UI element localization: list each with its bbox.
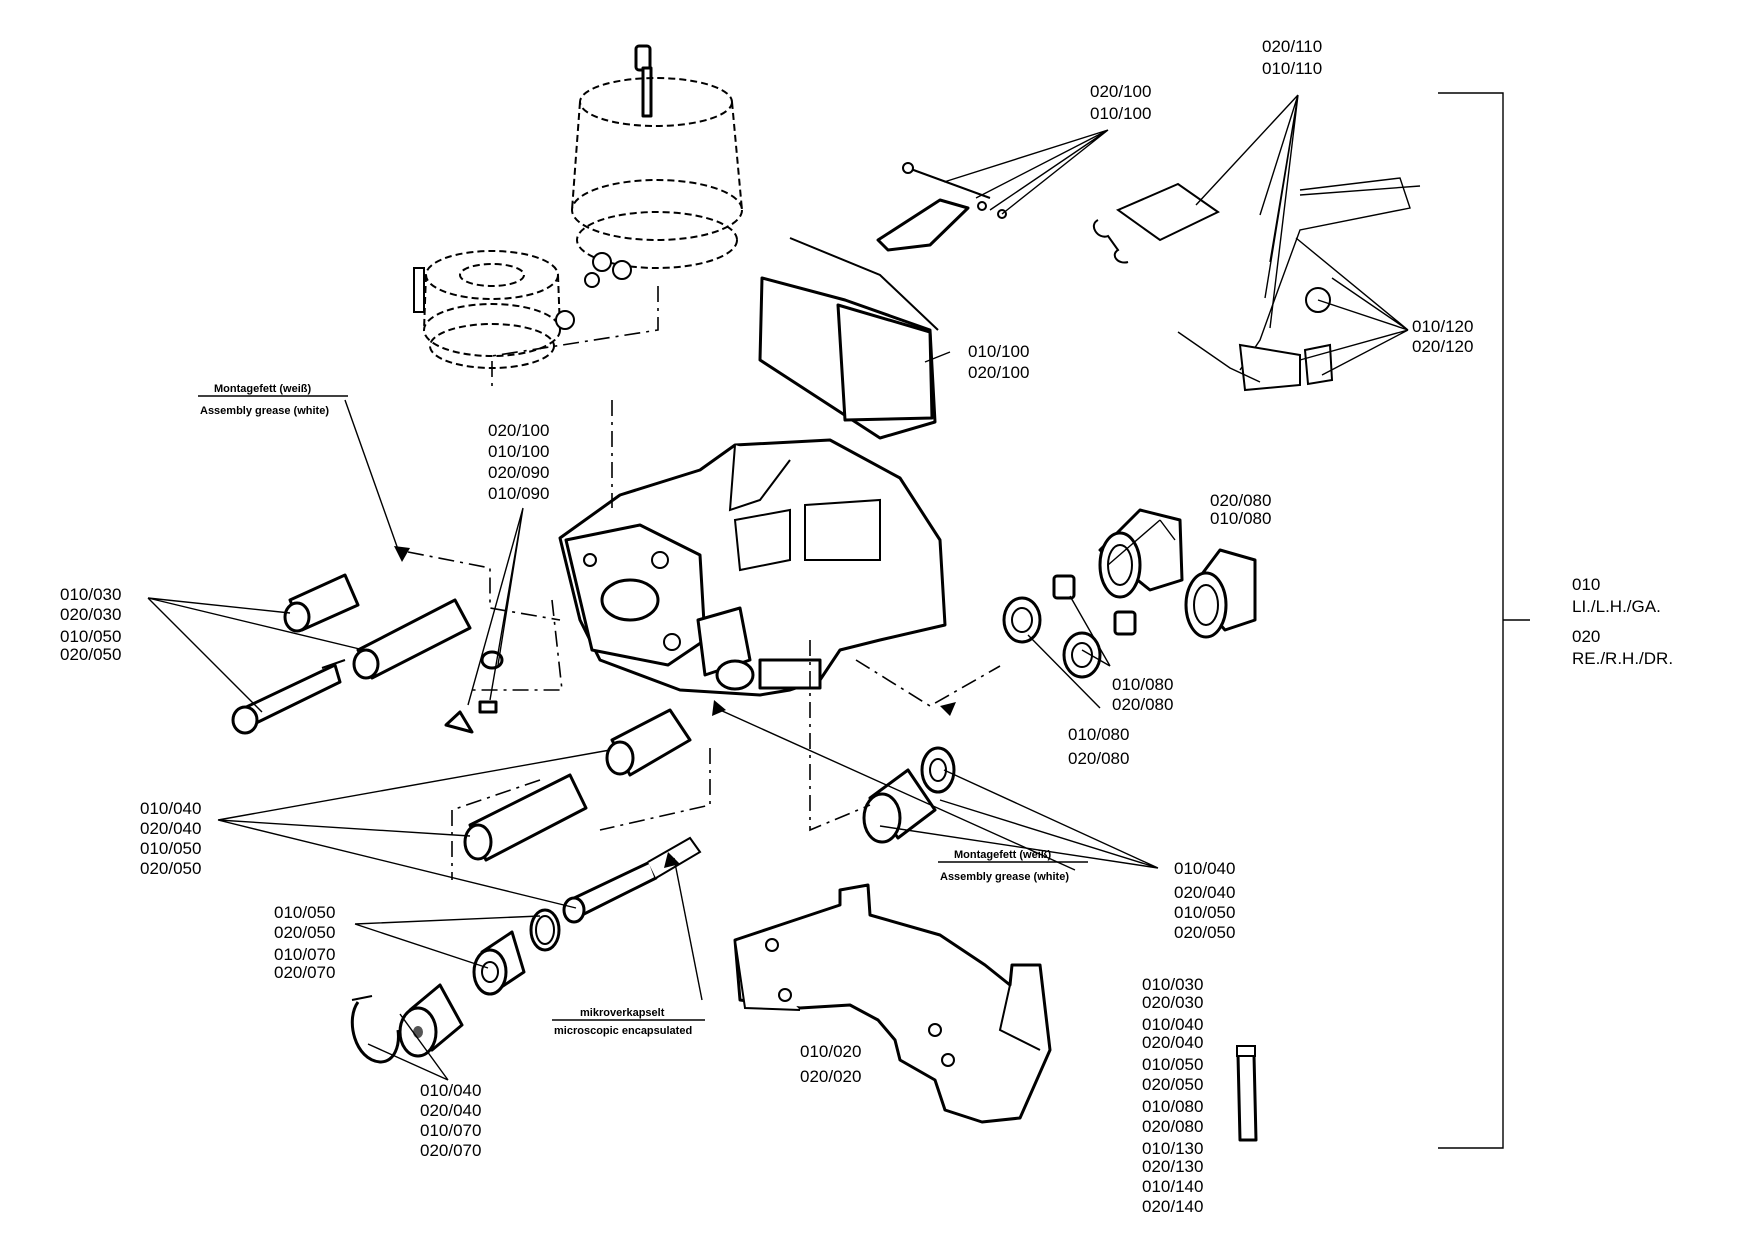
- label-group-030: 010/030 020/030 010/050 020/050: [60, 585, 121, 664]
- part-number-label: 020/110: [1262, 37, 1322, 56]
- part-number-label: 020/070: [420, 1141, 481, 1160]
- part-number-label: 020/040: [1142, 1033, 1203, 1052]
- side-legend-text: LI./L.H./GA.: [1572, 597, 1661, 616]
- part-number-label: 020/070: [274, 963, 335, 982]
- part-number-label: 010/100: [968, 342, 1029, 361]
- part-number-label: 010/070: [274, 945, 335, 964]
- pad-retainer: [876, 162, 1007, 252]
- part-number-label: 020/050: [60, 645, 121, 664]
- part-number-label: 020/050: [1174, 923, 1235, 942]
- assembly-lines: [407, 286, 1001, 880]
- part-number-label: 010/040: [420, 1081, 481, 1100]
- part-number-label: 010/140: [1142, 1177, 1203, 1196]
- part-number-label: 020/080: [1112, 695, 1173, 714]
- grease-note-left: Montagefett (weiß) Assembly grease (whit…: [200, 383, 329, 417]
- label-group-center: 020/100 010/100 020/090 010/090: [488, 421, 549, 503]
- label-group-110: 020/110 010/110: [1262, 37, 1322, 78]
- part-number-label: 010/040: [140, 799, 201, 818]
- part-number-label: 010/040: [1142, 1015, 1203, 1034]
- note-text: Montagefett (weiß): [954, 849, 1051, 861]
- part-number-label: 010/120: [1412, 317, 1473, 336]
- part-number-label: 020/100: [968, 363, 1029, 382]
- part-number-label: 010/040: [1174, 859, 1235, 878]
- part-number-label: 020/090: [488, 463, 549, 482]
- part-number-label: 010/050: [1174, 903, 1235, 922]
- part-number-label: 020/040: [140, 819, 201, 838]
- micro-note: mikroverkapselt microscopic encapsulated: [554, 1007, 692, 1037]
- label-group-040b: 010/040 020/040 010/070 020/070: [420, 1081, 481, 1160]
- part-number-label: 010/030: [1142, 975, 1203, 994]
- label-group-050: 010/050 020/050 010/070 020/070: [274, 903, 335, 982]
- spring-chamber: [413, 250, 575, 369]
- side-legend-text: RE./R.H./DR.: [1572, 649, 1673, 668]
- tappet-boots: [862, 508, 1257, 844]
- carrier-bracket: [733, 883, 1052, 1124]
- note-text: Montagefett (weiß): [214, 383, 311, 395]
- part-number-label: 010/080: [1210, 509, 1271, 528]
- part-number-label: 020/140: [1142, 1197, 1203, 1216]
- part-number-label: 020/050: [274, 923, 335, 942]
- part-number-label: 010/050: [60, 627, 121, 646]
- side-legend-code: 020: [1572, 627, 1600, 646]
- part-number-label: 020/030: [1142, 993, 1203, 1012]
- brake-pads: [758, 237, 939, 440]
- bushings-and-seals: [350, 908, 561, 1064]
- wear-sensor-assembly: [1092, 177, 1421, 392]
- label-group-tube: 010/030 020/030 010/040 020/040 010/050 …: [1142, 975, 1203, 1216]
- side-legend-code: 010: [1572, 575, 1600, 594]
- part-number-label: 020/080: [1210, 491, 1271, 510]
- part-number-label: 010/080: [1142, 1097, 1203, 1116]
- part-number-label: 010/050: [274, 903, 335, 922]
- part-number-label: 010/100: [1090, 104, 1151, 123]
- label-group-040a: 010/040 020/040 010/050 020/050: [140, 799, 201, 878]
- part-number-label: 020/130: [1142, 1157, 1203, 1176]
- label-group-120: 010/120 020/120: [1412, 317, 1473, 356]
- note-text: mikroverkapselt: [580, 1007, 665, 1019]
- part-number-label: 010/080: [1068, 725, 1129, 744]
- part-number-label: 020/050: [140, 859, 201, 878]
- part-number-label: 020/040: [1174, 883, 1235, 902]
- label-group-080a: 020/080 010/080: [1210, 491, 1271, 528]
- part-number-label: 010/110: [1262, 59, 1322, 78]
- left-guide-pin-assembly: [231, 573, 472, 735]
- grease-note-right: Montagefett (weiß) Assembly grease (whit…: [940, 849, 1069, 883]
- part-number-label: 010/080: [1112, 675, 1173, 694]
- part-number-label: 010/090: [488, 484, 549, 503]
- caliper-housing: [558, 438, 947, 697]
- part-number-label: 010/070: [420, 1121, 481, 1140]
- label-group-040c: 010/040 020/040 010/050 020/050: [1174, 859, 1235, 942]
- part-number-label: 010/100: [488, 442, 549, 461]
- part-number-label: 020/100: [1090, 82, 1151, 101]
- part-number-label: 020/100: [488, 421, 549, 440]
- label-group-pad: 010/100 020/100: [968, 342, 1029, 382]
- part-number-label: 010/020: [800, 1042, 861, 1061]
- grease-tube: [1236, 1045, 1258, 1142]
- note-text: microscopic encapsulated: [554, 1025, 692, 1037]
- part-number-label: 020/050: [1142, 1075, 1203, 1094]
- note-text: Assembly grease (white): [940, 871, 1069, 883]
- small-seal-parts: [444, 650, 504, 734]
- part-number-label: 010/050: [1142, 1055, 1203, 1074]
- side-bracket: [1438, 92, 1530, 1149]
- part-number-label: 020/020: [800, 1067, 861, 1086]
- part-number-label: 010/050: [140, 839, 201, 858]
- part-number-label: 010/130: [1142, 1139, 1203, 1158]
- part-number-label: 020/120: [1412, 337, 1473, 356]
- label-group-080c: 010/080 020/080: [1068, 725, 1129, 768]
- label-group-100-top: 020/100 010/100: [1090, 82, 1151, 123]
- part-number-label: 020/030: [60, 605, 121, 624]
- side-legend: 010 LI./L.H./GA. 020 RE./R.H./DR.: [1572, 575, 1673, 668]
- note-text: Assembly grease (white): [200, 405, 329, 417]
- label-group-020: 010/020 020/020: [800, 1042, 861, 1086]
- arrow-heads: [394, 546, 956, 868]
- part-number-label: 010/030: [60, 585, 121, 604]
- brake-chamber: [571, 44, 743, 288]
- part-number-label: 020/080: [1142, 1117, 1203, 1136]
- label-group-080b: 010/080 020/080: [1112, 675, 1173, 714]
- part-number-label: 020/080: [1068, 749, 1129, 768]
- part-number-label: 020/040: [420, 1101, 481, 1120]
